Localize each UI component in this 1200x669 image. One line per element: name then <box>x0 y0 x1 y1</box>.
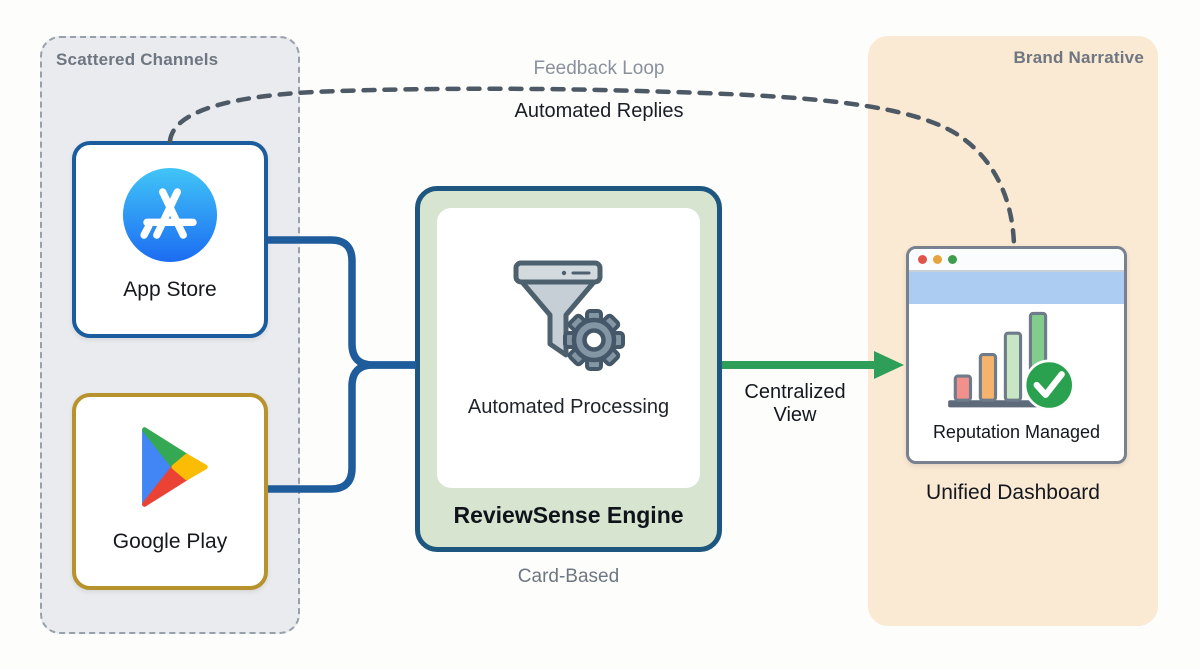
dashboard-browser-window: Reputation Managed <box>906 246 1127 464</box>
card-based-caption: Card-Based <box>517 566 620 587</box>
google-play-label: Google Play <box>112 530 228 553</box>
centralized-view-label: Centralized View <box>730 381 860 427</box>
app-store-icon <box>122 167 218 263</box>
maximize-dot-icon <box>948 255 957 264</box>
funnel-gear-icon <box>513 260 625 371</box>
google-play-card: Google Play <box>72 393 268 590</box>
unified-dashboard-caption: Unified Dashboard <box>926 481 1100 504</box>
automated-processing-label: Automated Processing <box>467 396 670 418</box>
app-store-label: App Store <box>123 278 217 301</box>
scattered-channels-title: Scattered Channels <box>56 50 219 69</box>
gear-icon <box>562 309 625 371</box>
centralized-view-line2: View <box>773 404 817 426</box>
reviewsense-engine-card: Automated Processing ReviewSense Engine <box>415 186 722 552</box>
browser-content: Reputation Managed <box>909 304 1124 443</box>
close-dot-icon <box>918 255 927 264</box>
minimize-dot-icon <box>933 255 942 264</box>
reviewsense-engine-title: ReviewSense Engine <box>453 502 684 528</box>
automated-processing-card: Automated Processing <box>437 208 700 488</box>
browser-title-bar <box>909 249 1124 272</box>
browser-header-band <box>909 272 1124 304</box>
bar-chart-check-icon <box>947 311 1075 411</box>
feedback-loop-label: Feedback Loop <box>533 58 665 79</box>
check-circle-icon <box>1023 359 1075 411</box>
automated-replies-label: Automated Replies <box>514 100 684 122</box>
brand-narrative-title: Brand Narrative <box>1013 48 1144 67</box>
centralized-view-line1: Centralized <box>744 381 846 403</box>
google-play-icon <box>142 427 208 507</box>
reputation-managed-label: Reputation Managed <box>932 422 1101 442</box>
app-store-card: App Store <box>72 141 268 338</box>
